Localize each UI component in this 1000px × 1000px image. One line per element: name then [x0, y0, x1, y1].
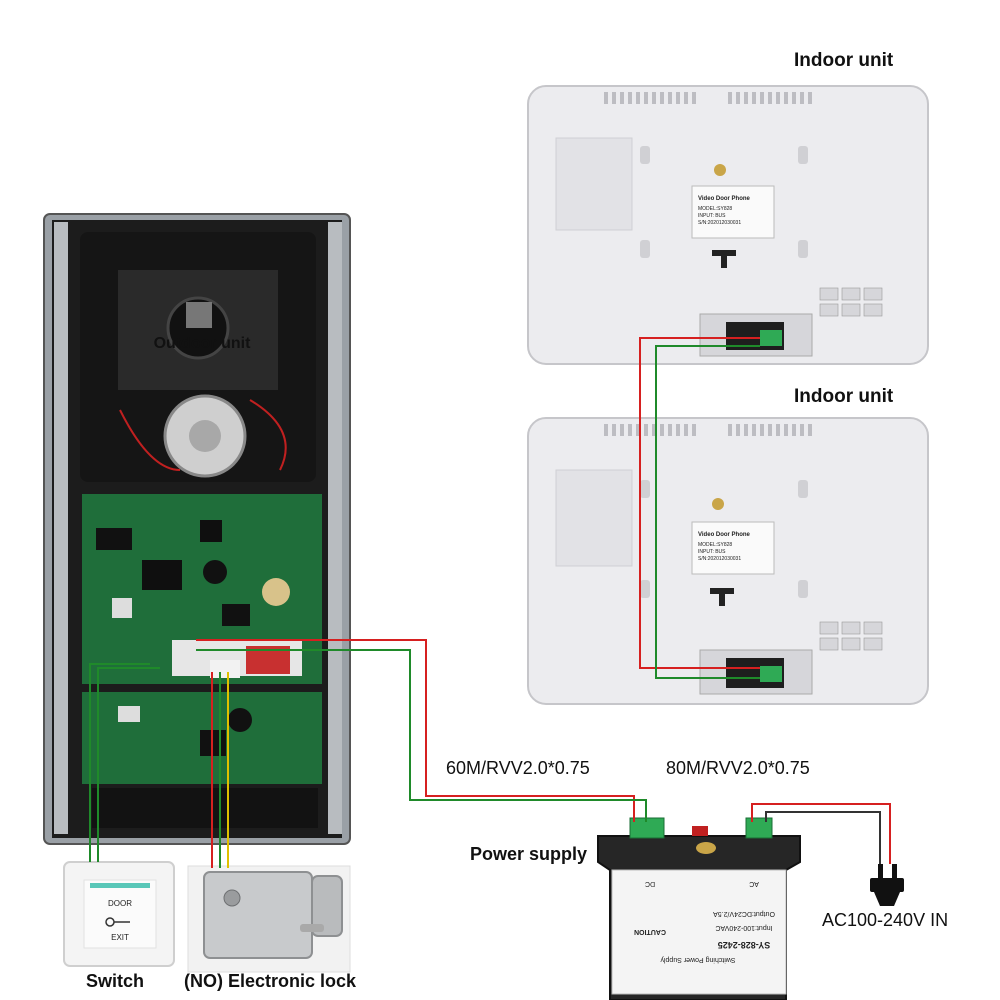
wiring [89, 337, 891, 868]
sticker-model: MODEL:SY828 [698, 542, 732, 548]
power-supply [597, 817, 801, 1000]
wire-switch-green-2 [97, 667, 160, 862]
psu-model: SY-828-2425 [718, 940, 771, 950]
sticker-title: Video Door Phone [698, 196, 751, 202]
psu-input: Input:100-240VAC [715, 924, 772, 931]
electronic-lock [187, 865, 351, 973]
indoor-unit-top-label: Indoor unit [794, 50, 894, 71]
cable-left-label: 60M/RVV2.0*0.75 [446, 758, 590, 778]
indoor-unit-top [527, 85, 929, 365]
ac-plug [870, 864, 904, 906]
electronic-lock-label: (NO) Electronic lock [184, 971, 357, 991]
power-supply-label: Power supply [470, 844, 588, 864]
exit-switch-bottom-text: EXIT [111, 933, 129, 942]
switch-label: Switch [86, 971, 145, 991]
sticker-model: MODEL:SY828 [698, 206, 732, 212]
indoor-unit-bottom-sticker: Video Door Phone MODEL:SY828 INPUT: BUS … [698, 532, 751, 562]
sticker-serial: S/N:202012030031 [698, 220, 741, 226]
indoor-unit-bottom-label: Indoor unit [794, 386, 894, 407]
wire-outdoor-green [196, 649, 647, 822]
cable-right-label: 80M/RVV2.0*0.75 [666, 758, 810, 778]
outdoor-unit-label: Outdoor unit [154, 335, 252, 352]
psu-caution: CAUTION [634, 928, 666, 935]
wire-switch-green-1 [89, 663, 150, 862]
wire-ac-red [751, 803, 891, 864]
wire-ac-black [765, 811, 881, 864]
psu-ac: AC [749, 880, 759, 887]
wire-indoor-red [639, 337, 760, 669]
sticker-input: INPUT: BUS [698, 213, 726, 219]
wire-indoor-green [655, 345, 760, 679]
ac-input-label: AC100-240V IN [822, 910, 949, 930]
indoor-unit-top-sticker: Video Door Phone MODEL:SY828 INPUT: BUS … [698, 196, 751, 226]
psu-type: Switching Power Supply [660, 956, 736, 963]
psu-dc: DC [645, 880, 655, 887]
sticker-input: INPUT: BUS [698, 549, 726, 555]
wire-outdoor-red [196, 639, 635, 822]
exit-switch-top-text: DOOR [108, 899, 132, 908]
sticker-serial: S/N:202012030031 [698, 556, 741, 562]
outdoor-unit [43, 213, 351, 845]
psu-label: DC AC CAUTION Output:DC24V/2.5A Input:10… [634, 880, 775, 963]
exit-switch [63, 861, 175, 967]
sticker-title: Video Door Phone [698, 532, 751, 538]
indoor-unit-bottom [527, 417, 929, 705]
psu-output: Output:DC24V/2.5A [713, 910, 775, 917]
